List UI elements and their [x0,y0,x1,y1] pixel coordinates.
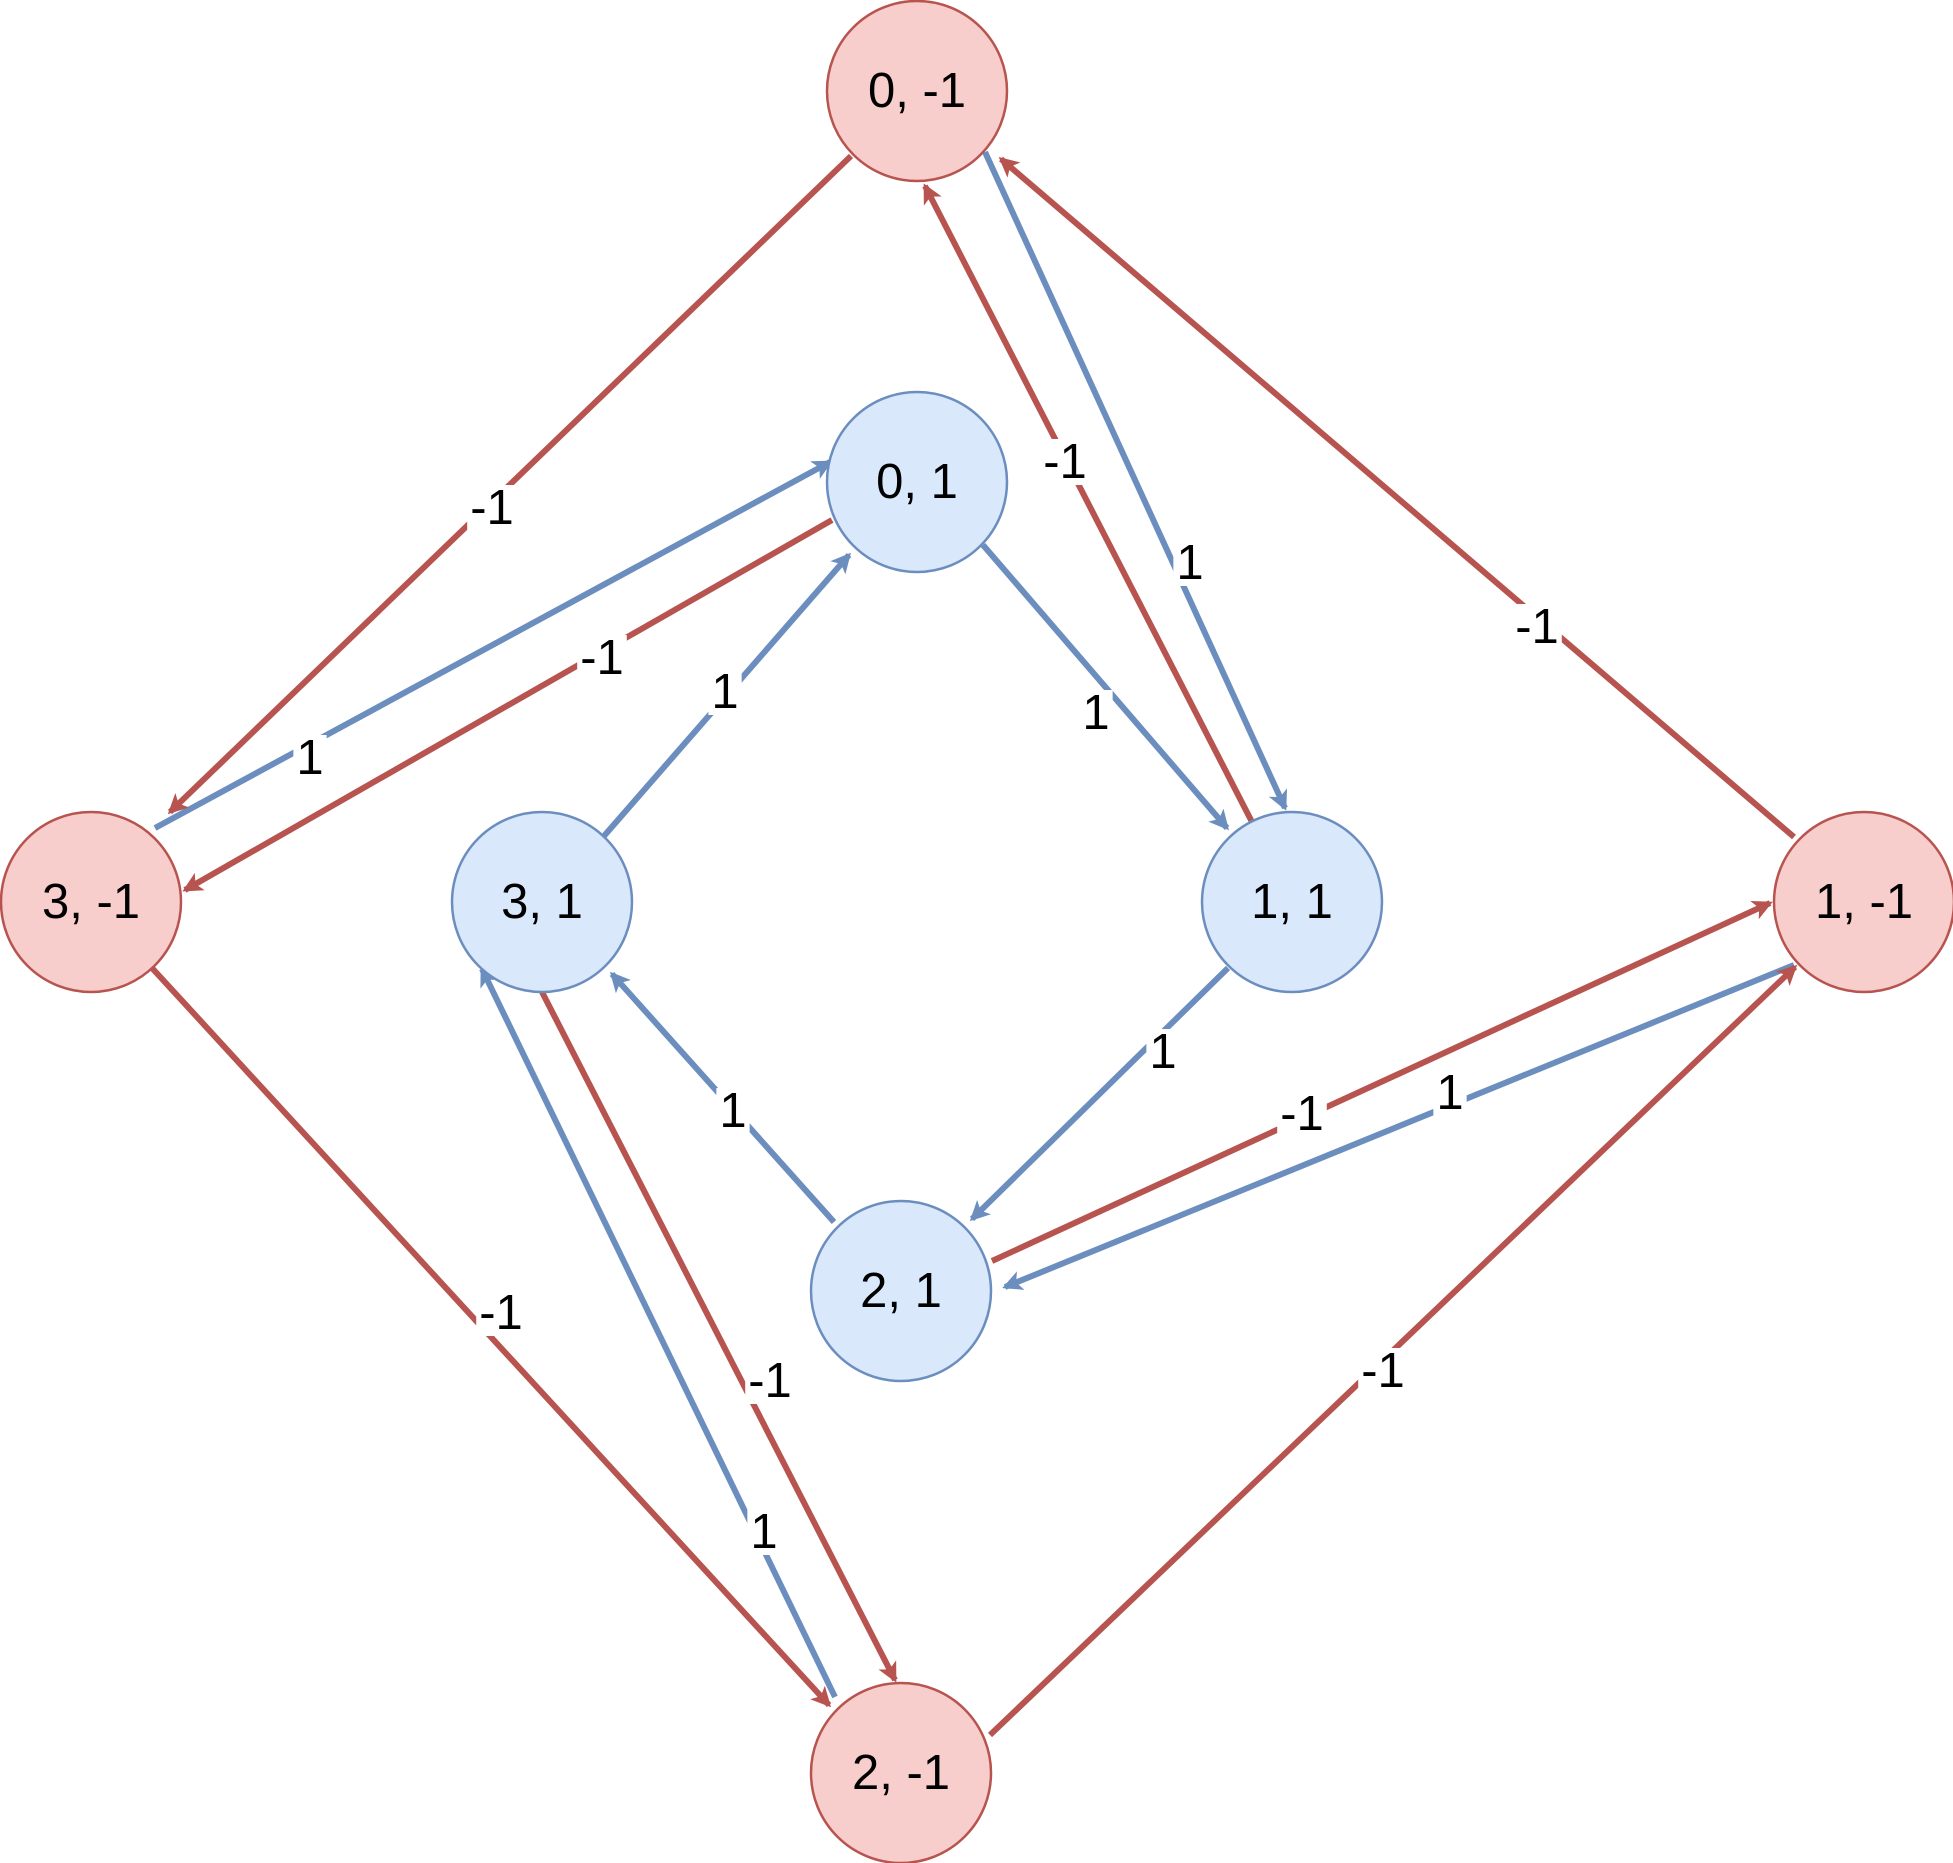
node-circle [1200,810,1384,994]
edge-label: 1 [1149,1025,1176,1079]
node-circle [825,390,1009,574]
node-label: 0, 1 [876,455,958,509]
node-n0m[interactable]: 0, -1 [825,0,1009,183]
node-label: 2, 1 [860,1264,942,1318]
node-circle [825,0,1009,183]
edge-label-background [467,485,517,531]
edge-label-background [745,1358,795,1404]
edge-label: 1 [296,731,323,785]
edge-n1p-to-n2p [969,965,1231,1222]
edge-label: 1 [1436,1066,1463,1120]
edge-label-background [1146,1029,1180,1075]
edge-n2m-to-n3p [479,966,838,1699]
node-n2p[interactable]: 2, 1 [809,1199,993,1383]
edge-n1m-to-n0m [998,156,1796,840]
edge-label: -1 [470,481,514,535]
edges-layer [149,150,1798,1738]
node-label: 2, -1 [852,1746,950,1800]
node-n0p[interactable]: 0, 1 [825,390,1009,574]
node-label: 1, 1 [1251,875,1333,929]
edge-labels-layer: 1 1 1 1 1 -1 -1 -1 1 -1 -1 1 -1 -1 1 -1 [293,435,1562,1559]
node-circle [809,1681,993,1863]
node-circle [1772,810,1953,994]
node-label: 0, -1 [868,64,966,118]
edge-label: -1 [479,1286,523,1340]
edge-label: -1 [1043,435,1087,489]
edge-label: -1 [748,1354,792,1408]
edge-label-background [708,669,742,715]
edge-label-background [1079,690,1113,736]
node-n1m[interactable]: 1, -1 [1772,810,1953,994]
edge-n0p-to-n1p [980,543,1230,831]
edge-n1p-to-n0m [922,183,1255,824]
node-label: 1, -1 [1815,875,1913,929]
edge-label-background [577,635,627,681]
edge-label: 1 [750,1505,777,1559]
edge-label: -1 [1361,1344,1405,1398]
edge-label: 1 [711,665,738,719]
edge-label-background [476,1290,526,1336]
edge-label-background [1040,439,1090,485]
node-label: 3, 1 [501,875,583,929]
edge-label-background [716,1088,750,1134]
edge-n2p-to-n1m [990,900,1773,1264]
edge-label-background [1512,604,1562,650]
edge-n0m-to-n1p [982,150,1288,811]
edge-label: -1 [580,631,624,685]
edge-label: 1 [1082,686,1109,740]
edge-n3m-to-n0p [153,459,833,831]
edge-label-background [1358,1348,1408,1394]
edge-label-background [293,735,327,781]
edge-label: 1 [1176,536,1203,590]
node-n3m[interactable]: 3, -1 [0,810,183,994]
node-label: 3, -1 [42,875,140,929]
edge-n0p-to-n3m [182,517,834,893]
node-circle [0,810,183,994]
node-n2m[interactable]: 2, -1 [809,1681,993,1863]
node-n1p[interactable]: 1, 1 [1200,810,1384,994]
edge-label: -1 [1515,600,1559,654]
edge-n3m-to-n2m [149,965,832,1708]
edge-n0m-to-n3m [167,153,854,815]
edge-label: 1 [719,1084,746,1138]
edge-label-background [1433,1070,1467,1116]
edge-label-background [747,1509,781,1555]
node-n3p[interactable]: 3, 1 [450,810,634,994]
node-circle [809,1199,993,1383]
node-circle [450,810,634,994]
edge-n1m-to-n2p [1002,962,1796,1290]
edge-label-background [1277,1091,1327,1137]
edge-label-background [1173,540,1207,586]
edge-n3p-to-n2m [539,990,898,1683]
edge-label: -1 [1280,1087,1324,1141]
